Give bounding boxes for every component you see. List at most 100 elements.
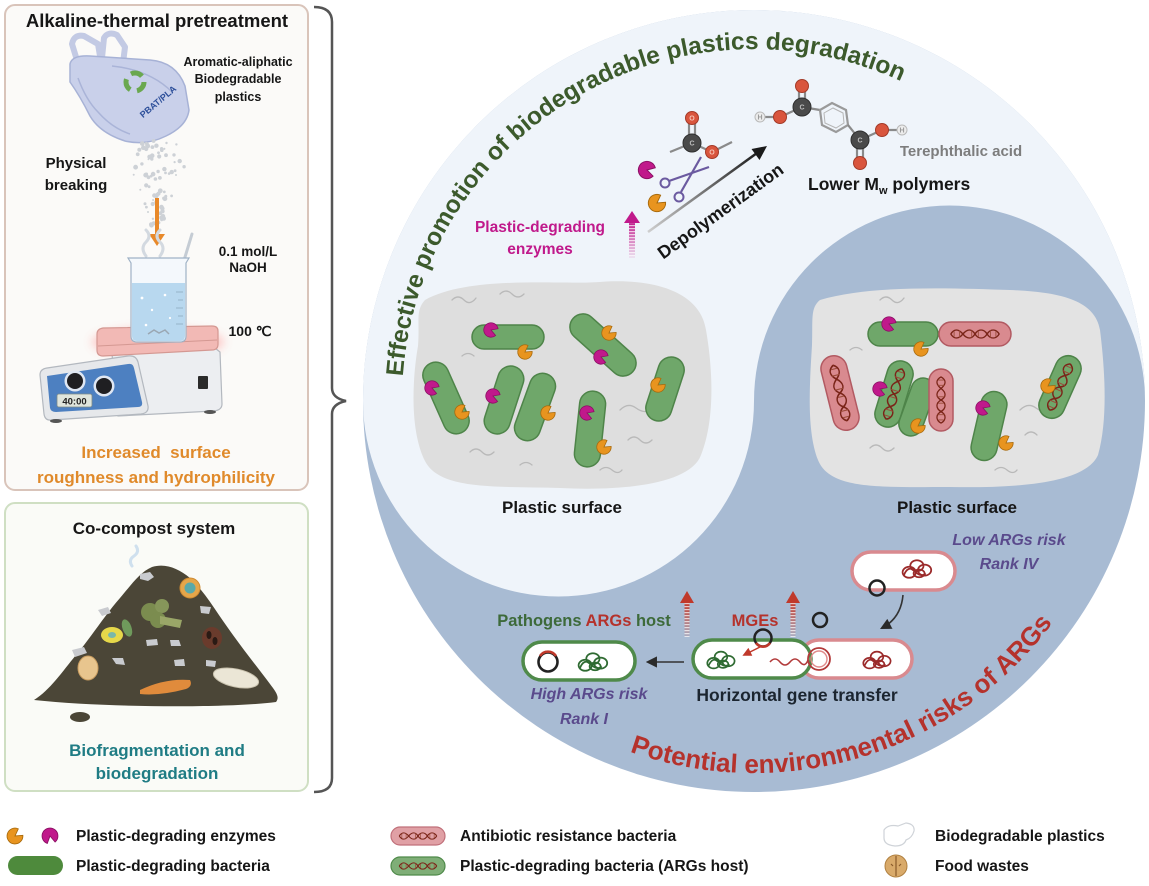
- transfer-arrow: [880, 594, 904, 630]
- depolymerization-arrow: [647, 146, 767, 234]
- plastic-particle: [170, 194, 174, 198]
- plastic-bag-illustration: PBAT/PLA: [69, 30, 190, 144]
- walnut-kernel: [212, 637, 218, 645]
- ester-bond-fragment: O C O: [669, 111, 733, 159]
- orange-fruit-core: [184, 582, 196, 594]
- surface-crack: [879, 296, 905, 304]
- plastic-chunk: [206, 660, 216, 667]
- plastic-particle: [153, 177, 158, 181]
- plastic-particle: [164, 153, 168, 158]
- naoh-solution: [132, 283, 185, 341]
- plastic-chunk: [72, 647, 87, 657]
- plastic-particle: [151, 221, 156, 226]
- legend-item-resistant-bacteria: Antibiotic resistance bacteria: [390, 826, 677, 846]
- oxygen-atom: [795, 79, 809, 93]
- plastic-particle: [152, 193, 157, 198]
- args-host-bacterium: [874, 360, 914, 428]
- increase-arrow-icon: [680, 591, 694, 637]
- speed-knob: [67, 373, 83, 389]
- atom-label: O: [709, 150, 715, 157]
- recycle-icon: [123, 70, 147, 94]
- atom-label: H: [899, 128, 904, 135]
- plastic-chunk: [200, 606, 211, 614]
- plastic-fragment-icon: [883, 822, 915, 847]
- orange-enzyme-icon: [3, 825, 26, 848]
- increase-arrow-stripes: [790, 602, 796, 637]
- foot: [50, 419, 62, 423]
- plastic-particle: [151, 139, 156, 143]
- foot: [204, 410, 216, 414]
- product-name: Terephthalic acid: [900, 143, 1022, 160]
- plastic-particle: [169, 169, 174, 175]
- plastic-particles: [132, 139, 186, 228]
- scissors-blade: [668, 165, 710, 183]
- recipient-membrane: [798, 638, 914, 680]
- apple-core: [77, 655, 99, 681]
- soil-lump: [70, 712, 90, 722]
- surface-crack: [461, 352, 475, 357]
- enzymes-label-line2: enzymes: [507, 241, 572, 258]
- plastic-particle: [175, 143, 178, 146]
- horizontal-gene-transfer-cells: [691, 628, 914, 680]
- carbon-atom: [682, 133, 702, 153]
- plastic-particle: [150, 171, 156, 177]
- leaf: [121, 619, 133, 637]
- plastic-particle: [140, 162, 144, 166]
- atom-label: C: [857, 138, 862, 145]
- reagent-concentration: 0.1 mol/L: [219, 244, 278, 259]
- benzene-ring-inner: [823, 107, 845, 129]
- plastic-pieces-in-beaker: [147, 329, 170, 335]
- pathogen-args-host-bacterium: [521, 640, 637, 682]
- surface-crack: [499, 290, 525, 298]
- compost-steam: [128, 544, 140, 568]
- surface-crack: [869, 444, 895, 452]
- legend-item-bacteria: Plastic-degrading bacteria: [8, 856, 270, 875]
- plastic-degrading-bacterium: [867, 321, 939, 347]
- plastic-particle: [147, 211, 149, 213]
- plastic-type-label-line3: plastics: [215, 90, 262, 104]
- surface-crack: [599, 466, 623, 474]
- plastic-particle: [163, 147, 166, 150]
- carrot: [140, 679, 191, 695]
- temperature-knob: [96, 378, 112, 394]
- green-bacterium-icon: [8, 856, 63, 875]
- power-switch: [198, 376, 208, 389]
- product-label-suffix: polymers: [888, 174, 971, 194]
- oxygen-atom: [685, 111, 699, 125]
- plastic-type-label-line2: Biodegradable: [195, 72, 282, 86]
- carbon-atom: [850, 130, 870, 150]
- oxygen-atom: [773, 110, 787, 124]
- plastic-particle: [167, 172, 171, 175]
- plastic-chunk: [140, 572, 154, 581]
- plastic-particle: [159, 215, 165, 221]
- low-risk-bacterium: [850, 550, 957, 597]
- plastic-particle: [141, 145, 146, 150]
- pretreatment-result-line2: roughness and hydrophilicity: [37, 468, 276, 487]
- pathogens-word: Pathogens: [497, 612, 585, 630]
- surface-crack: [469, 448, 495, 456]
- plastic-chunk: [112, 658, 125, 665]
- surface-crack: [1024, 431, 1038, 436]
- step-label-line2: breaking: [45, 177, 108, 194]
- plastic-particle: [146, 175, 151, 180]
- legend-item-food-wastes: Food wastes: [884, 854, 1029, 878]
- scissors-handle: [659, 177, 671, 189]
- bubble: [150, 308, 154, 312]
- lemon-core: [108, 632, 116, 638]
- high-risk-rank: Rank I: [560, 711, 609, 728]
- bag-fold: [77, 65, 173, 135]
- pretreatment-result-line1: Increased surface: [81, 443, 230, 462]
- legend-label: Biodegradable plastics: [935, 828, 1105, 845]
- onion-peel: [212, 667, 260, 689]
- conjugation-bridge: [769, 658, 809, 666]
- atom-label: C: [689, 141, 694, 148]
- hydrogen-atom: [754, 111, 766, 123]
- plastic-particle: [156, 169, 160, 174]
- plasmid-ring: [868, 579, 886, 597]
- terephthalic-acid-molecule: H C C H: [754, 79, 908, 170]
- walnut: [202, 627, 222, 649]
- plastic-chunk: [174, 659, 185, 666]
- oxygen-atom: [875, 123, 889, 137]
- compost-title: Co-compost system: [73, 519, 235, 538]
- steam: [141, 228, 165, 258]
